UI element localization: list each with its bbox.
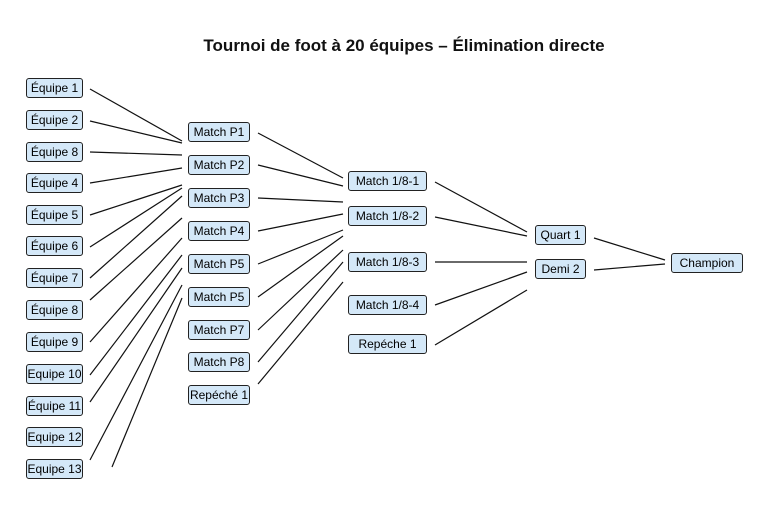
team-node: Équipe 8	[26, 142, 83, 162]
round16-match-node: Match 1/8-4	[348, 295, 427, 315]
round1-match-node: Match P2	[188, 155, 250, 175]
round1-match-node: Match P7	[188, 320, 250, 340]
connectors-semis-to-final	[593, 237, 666, 271]
champion-node: Champion	[671, 253, 743, 273]
round16-match-node: Repéche 1	[348, 334, 427, 354]
round1-match-node: Match P5	[188, 287, 250, 307]
connectors-round1-to-round16	[257, 132, 344, 385]
team-node: Equipe 12	[26, 427, 83, 447]
round16-match-node: Match 1/8-1	[348, 171, 427, 191]
team-node: Equipe 13	[26, 459, 83, 479]
team-node: Equipe 10	[26, 364, 83, 384]
round1-match-node: Match P3	[188, 188, 250, 208]
team-node: Équipe 9	[26, 332, 83, 352]
round1-match-node: Match P8	[188, 352, 250, 372]
round16-match-node: Match 1/8-3	[348, 252, 427, 272]
round1-match-node: Repéché 1	[188, 385, 250, 405]
team-node: Équipe 6	[26, 236, 83, 256]
round16-match-node: Match 1/8-2	[348, 206, 427, 226]
semi-match-node: Quart 1	[535, 225, 586, 245]
team-node: Équipe 4	[26, 173, 83, 193]
round1-match-node: Match P1	[188, 122, 250, 142]
team-node: Équipe 5	[26, 205, 83, 225]
team-node: Équipe 2	[26, 110, 83, 130]
round1-match-node: Match P5	[188, 254, 250, 274]
team-node: Équipe 11	[26, 396, 83, 416]
connectors-teams-to-round1	[89, 88, 183, 468]
team-node: Équipe 1	[26, 78, 83, 98]
team-node: Équipe 7	[26, 268, 83, 288]
connectors-round16-to-semis	[434, 181, 528, 346]
team-node: Équipe 8	[26, 300, 83, 320]
round1-match-node: Match P4	[188, 221, 250, 241]
semi-match-node: Demi 2	[535, 259, 586, 279]
diagram-title: Tournoi de foot à 20 équipes – Éliminati…	[203, 36, 605, 55]
